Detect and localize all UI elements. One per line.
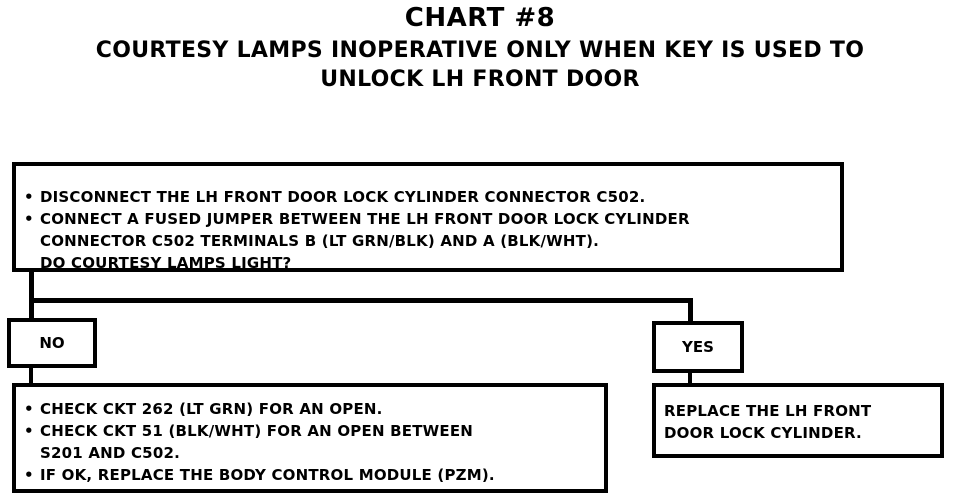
yes-label-text: YES	[682, 338, 714, 356]
bullet-icon: •	[24, 466, 34, 484]
no-step-1: CHECK CKT 262 (LT GRN) FOR AN OPEN.	[40, 400, 383, 418]
subtitle-line-1: COURTESY LAMPS INOPERATIVE ONLY WHEN KEY…	[95, 38, 865, 63]
question-step-2-line-2: CONNECTOR C502 TERMINALS B (LT GRN/BLK) …	[40, 232, 600, 250]
no-result-box: • CHECK CKT 262 (LT GRN) FOR AN OPEN. • …	[12, 383, 608, 493]
bullet-icon: •	[24, 422, 34, 440]
no-step-2-line-2: S201 AND C502.	[40, 444, 180, 462]
no-branch-label: NO	[7, 318, 97, 368]
connector-top-down	[29, 268, 34, 318]
yes-result-line-2: DOOR LOCK CYLINDER.	[664, 424, 862, 442]
question-text: DO COURTESY LAMPS LIGHT?	[40, 254, 292, 272]
yes-result-box: REPLACE THE LH FRONT DOOR LOCK CYLINDER.	[652, 383, 944, 458]
bullet-icon: •	[24, 210, 34, 228]
connector-yes-result-down	[688, 371, 692, 385]
yes-branch-label: YES	[652, 321, 744, 373]
connector-yes-down	[688, 298, 693, 322]
yes-result-line-1: REPLACE THE LH FRONT	[664, 402, 872, 420]
connector-horizontal	[29, 298, 693, 303]
connector-no-down	[29, 366, 33, 386]
subtitle-line-2: UNLOCK LH FRONT DOOR	[320, 67, 640, 92]
bullet-icon: •	[24, 188, 34, 206]
question-box: • DISCONNECT THE LH FRONT DOOR LOCK CYLI…	[12, 162, 844, 272]
chart-title: CHART #8	[404, 3, 556, 33]
chart-subtitle: COURTESY LAMPS INOPERATIVE ONLY WHEN KEY…	[0, 36, 960, 94]
question-step-2-line-1: CONNECT A FUSED JUMPER BETWEEN THE LH FR…	[40, 210, 690, 228]
no-step-3: IF OK, REPLACE THE BODY CONTROL MODULE (…	[40, 466, 495, 484]
question-step-1: DISCONNECT THE LH FRONT DOOR LOCK CYLIND…	[40, 188, 646, 206]
no-step-2-line-1: CHECK CKT 51 (BLK/WHT) FOR AN OPEN BETWE…	[40, 422, 474, 440]
bullet-icon: •	[24, 400, 34, 418]
no-label-text: NO	[39, 334, 65, 352]
